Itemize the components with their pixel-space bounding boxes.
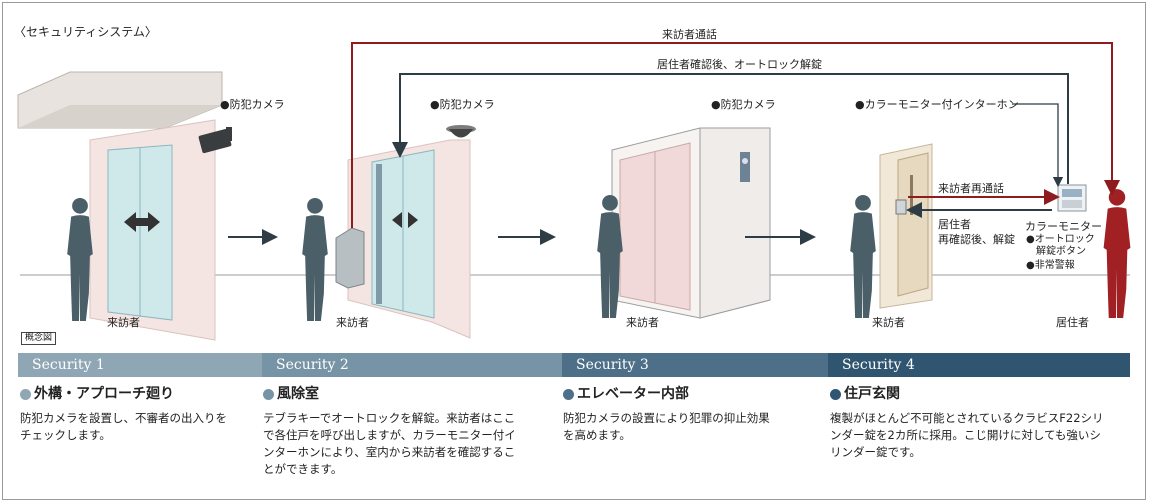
concept-diagram-label: 概念図 — [21, 332, 57, 345]
unlock-label: 居住者確認後、オートロック解錠 — [657, 58, 822, 71]
page-title: 〈セキュリティシステム〉 — [14, 25, 157, 39]
camera-label-2: ●防犯カメラ — [430, 98, 495, 111]
section-text-line: テブラキーでオートロックを解錠。来訪者はここ — [263, 411, 516, 425]
scene2-vestibule — [335, 125, 476, 339]
monitor-item: ●オートロック — [1026, 234, 1095, 245]
reconfirm-label-2: 再確認後、解錠 — [938, 233, 1015, 246]
section-text-line: を高めます。 — [563, 428, 631, 442]
bullet-icon — [263, 388, 274, 400]
elevator-camera-icon — [740, 152, 750, 182]
section-heading: エレベーター内部 — [577, 386, 689, 402]
bullet-icon — [830, 388, 841, 400]
resident-label: 居住者 — [1056, 316, 1089, 329]
visitor-label-3: 来訪者 — [626, 316, 659, 329]
camera-label-3: ●防犯カメラ — [711, 98, 776, 111]
section-text-line: リンダー錠です。 — [830, 445, 921, 459]
section-text-line: チェックします。 — [20, 428, 111, 442]
section-2: 風除室 テブラキーでオートロックを解錠。来訪者はここ で各住戸を呼び出しますが、… — [263, 384, 559, 478]
security-3-band: Security 3 — [562, 353, 828, 377]
section-heading: 外構・アプローチ廻り — [34, 386, 174, 402]
visitor-recall-label: 来訪者再通話 — [938, 182, 1004, 195]
intercom-label: ●カラーモニター付インターホン — [855, 98, 1019, 111]
visitor-figure — [302, 197, 328, 322]
visitor-label-1: 来訪者 — [107, 316, 140, 329]
visitor-label-4: 来訪者 — [872, 316, 905, 329]
section-text-line: ンターホンにより、室内から来訪者を確認するこ — [263, 445, 516, 459]
resident-figure — [1103, 189, 1131, 318]
section-text-line: 防犯カメラの設置により犯罪の抑止効果 — [563, 411, 770, 425]
entrance-panel — [335, 227, 365, 289]
reconfirm-label-1: 居住者 — [938, 218, 971, 231]
intercom-leader — [1012, 103, 1064, 188]
section-1: 外構・アプローチ廻り 防犯カメラを設置し、不審者の出入りを チェックします。 — [20, 384, 260, 444]
security-2-band: Security 2 — [262, 353, 562, 377]
scene3-elevator — [611, 127, 771, 319]
security-4-band: Security 4 — [828, 353, 1130, 377]
scene4-door — [879, 143, 1087, 309]
monitor-label: カラーモニター — [1025, 220, 1102, 233]
unlock-arrow — [392, 73, 1069, 184]
section-heading: 風除室 — [277, 386, 319, 402]
camera-icon — [198, 128, 232, 154]
visitor-call-arrow — [351, 42, 1120, 228]
visitor-call-label: 来訪者通話 — [662, 28, 717, 41]
monitor-item: ●非常警報 — [1026, 260, 1075, 271]
bullet-icon — [563, 388, 574, 400]
bullet-icon — [20, 388, 31, 400]
section-text-line: 複製がほとんど不可能とされているクラビスF22シリ — [830, 411, 1104, 425]
section-heading: 住戸玄関 — [844, 386, 900, 402]
monitor-item: 解錠ボタン — [1036, 246, 1086, 257]
visitor-figure — [850, 194, 876, 319]
section-text-line: 防犯カメラを設置し、不審者の出入りを — [20, 411, 227, 425]
scene1-building — [17, 71, 232, 341]
security-1-band: Security 1 — [18, 353, 262, 377]
section-3: エレベーター内部 防犯カメラの設置により犯罪の抑止効果 を高めます。 — [563, 384, 825, 444]
visitor-label-2: 来訪者 — [336, 316, 369, 329]
section-4: 住戸玄関 複製がほとんど不可能とされているクラビスF22シリ ンダー錠を2カ所に… — [830, 384, 1130, 461]
visitor-figure — [67, 197, 93, 322]
section-text-line: ンダー錠を2カ所に採用。こじ開けに対しても強いシ — [830, 428, 1101, 442]
section-text-line: とができます。 — [263, 462, 343, 476]
camera-label-1: ●防犯カメラ — [220, 98, 285, 111]
section-text-line: で各住戸を呼び出しますが、カラーモニター付イ — [263, 428, 516, 442]
